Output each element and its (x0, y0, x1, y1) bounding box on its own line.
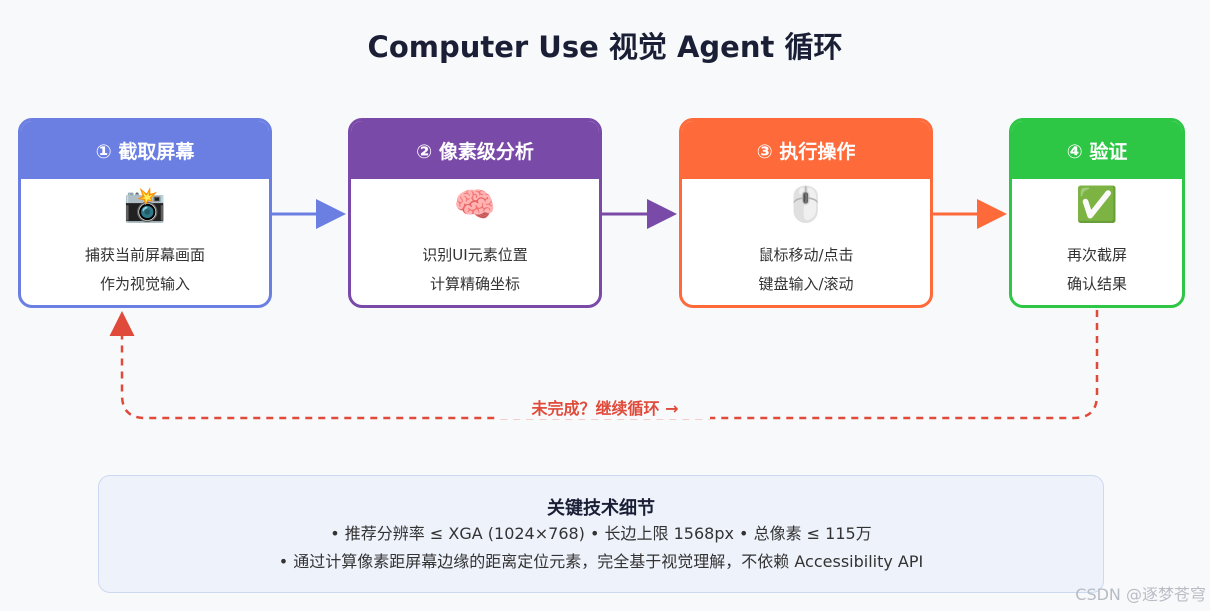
watermark: CSDN @逐梦苍穹 (1075, 585, 1206, 604)
tech-details-box: 关键技术细节 • 推荐分辨率 ≤ XGA (1024×768) • 长边上限 1… (98, 475, 1104, 593)
brain-icon: 🧠 (453, 185, 497, 225)
step-desc-line: 再次截屏 (1066, 246, 1127, 264)
step-title: ② 像素级分析 (351, 121, 599, 179)
step-desc-line: 识别UI元素位置 (422, 246, 528, 264)
step-card-execute: ③ 执行操作 🖱️ 鼠标移动/点击 键盘输入/滚动 (679, 118, 933, 308)
step-card-analyze: ② 像素级分析 🧠 识别UI元素位置 计算精确坐标 (348, 118, 602, 308)
step-title: ③ 执行操作 (682, 121, 930, 179)
step-desc-line: 捕获当前屏幕画面 (84, 246, 205, 264)
step-desc-line: 作为视觉输入 (99, 275, 190, 293)
step-title: ① 截取屏幕 (21, 121, 269, 179)
step-desc-line: 鼠标移动/点击 (758, 246, 854, 264)
step-desc-line: 计算精确坐标 (429, 275, 520, 293)
step-card-capture: ① 截取屏幕 📸 捕获当前屏幕画面 作为视觉输入 (18, 118, 272, 308)
camera-flash-icon: 📸 (123, 185, 167, 225)
check-mark-icon: ✅ (1075, 185, 1119, 225)
step-desc-line: 确认结果 (1066, 275, 1127, 293)
diagram-title: Computer Use 视觉 Agent 循环 (367, 30, 843, 64)
tech-details-title: 关键技术细节 (547, 498, 655, 519)
tech-detail-line: • 通过计算像素距屏幕边缘的距离定位元素，完全基于视觉理解，不依赖 Access… (278, 552, 924, 571)
step-title: ④ 验证 (1012, 121, 1182, 179)
loop-label: 未完成？继续循环 → (500, 395, 710, 419)
step-card-verify: ④ 验证 ✅ 再次截屏 确认结果 (1009, 118, 1185, 308)
tech-detail-line: • 推荐分辨率 ≤ XGA (1024×768) • 长边上限 1568px •… (330, 524, 872, 543)
mouse-icon: 🖱️ (784, 185, 828, 225)
step-desc-line: 键盘输入/滚动 (758, 275, 854, 293)
